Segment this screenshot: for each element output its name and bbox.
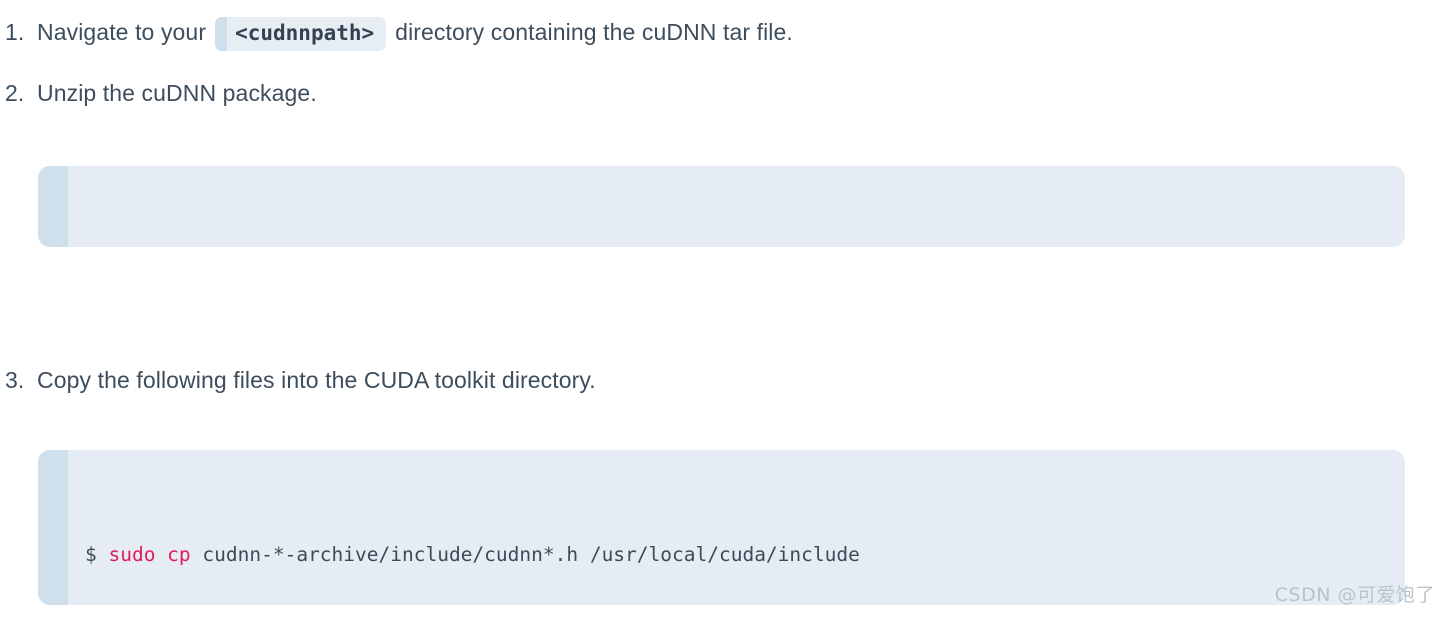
list-item-step-2: 2. Unzip the cuDNN package. [5, 80, 317, 107]
step-2-text-before: Unzip the cuDNN package. [37, 80, 317, 106]
list-marker-1: 1. [5, 19, 25, 45]
inline-code-cudnnpath: <cudnnpath> [215, 17, 387, 51]
code-content: $ tar -xvf cudnn-linux-x86_64-8.x.x.x_cu… [38, 166, 1405, 247]
list-marker-3: 3. [5, 367, 25, 393]
step-3-text-before: Copy the following files into the CUDA t… [37, 367, 596, 393]
list-marker-2: 2. [5, 80, 25, 106]
code-block-unzip[interactable]: $ tar -xvf cudnn-linux-x86_64-8.x.x.x_cu… [38, 166, 1405, 247]
code-content: $ sudo cp cudnn-*-archive/include/cudnn*… [38, 450, 1405, 605]
step-3-text: Copy the following files into the CUDA t… [37, 367, 596, 394]
step-2-text: Unzip the cuDNN package. [37, 80, 317, 107]
step-1-text-after: directory containing the cuDNN tar file. [395, 19, 793, 45]
step-1-text: Navigate to your <cudnnpath> directory c… [37, 17, 793, 51]
step-1-text-before: Navigate to your [37, 19, 207, 45]
code-line: $ sudo cp cudnn-*-archive/include/cudnn*… [85, 537, 1385, 572]
command-keyword: sudo cp [108, 543, 191, 566]
code-gutter [38, 166, 68, 247]
list-item-step-3: 3. Copy the following files into the CUD… [5, 367, 596, 394]
code-block-copy[interactable]: $ sudo cp cudnn-*-archive/include/cudnn*… [38, 450, 1405, 605]
shell-prompt: $ [85, 543, 109, 566]
code-gutter [38, 450, 68, 605]
list-item-step-1: 1. Navigate to your <cudnnpath> director… [5, 17, 793, 51]
command-args: cudnn-*-archive/include/cudnn*.h /usr/lo… [190, 543, 860, 566]
